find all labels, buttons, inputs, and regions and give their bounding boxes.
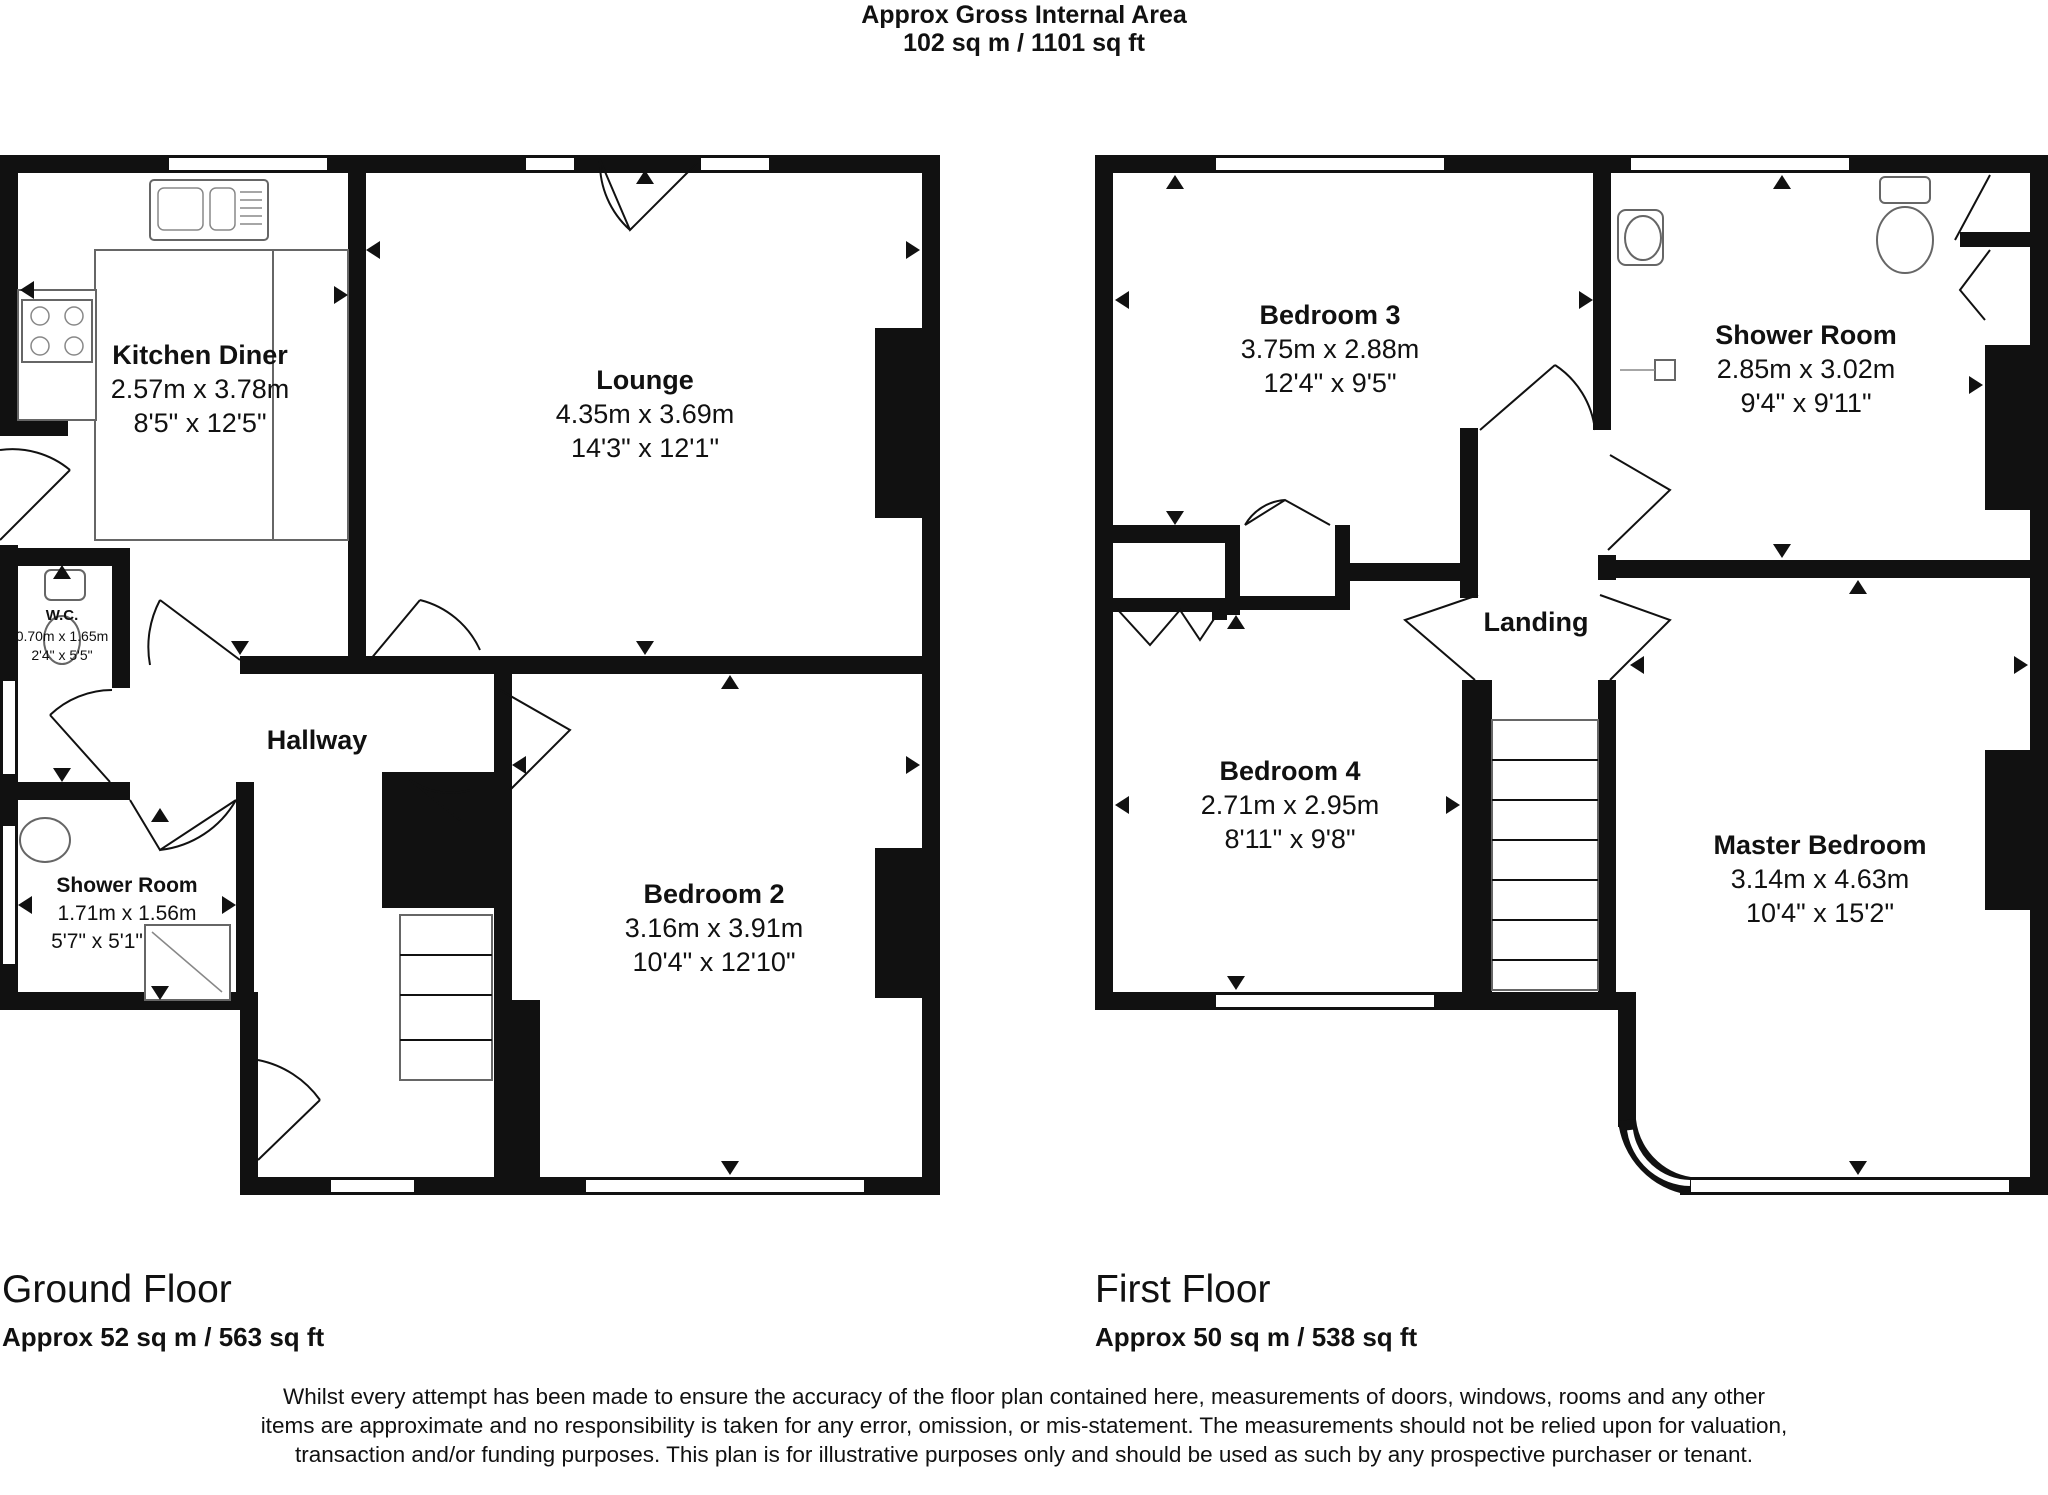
gf-kitchen-window [167,156,329,172]
gf-shower-name: Shower Room [56,874,197,897]
ff-toilet [1876,206,1934,274]
ff-bedroom3-metric: 3.75m x 2.88m [1241,334,1420,364]
ff-bed3-bed4-wall [1095,525,1235,543]
ff-cupboard-doors [1954,174,1991,321]
ff-shower-door [1607,454,1672,551]
gf-side-door [0,448,71,541]
ff-bedroom3-imperial: 12'4" x 9'5" [1263,368,1396,398]
ff-landing-left-wall [1460,428,1478,598]
ff-bedroom4-window [1214,993,1436,1009]
disclaimer-text: Whilst every attempt has been made to en… [260,1384,1788,1467]
gf-wc-imperial: 2'4" x 5'5" [31,647,92,663]
gf-bedroom2-imperial: 10'4" x 12'10" [632,947,795,977]
gf-wc-window [1,679,17,776]
ff-master-name: Master Bedroom [1713,830,1926,860]
gf-wc-metric: 0.70m x 1.65m [16,628,109,644]
gf-wc-door [49,689,113,783]
gf-shower-door [129,799,237,852]
ff-bedroom3-door [1479,364,1596,431]
ff-left-wall [1095,155,1113,1010]
gf-cupboard-door [409,779,471,821]
ground-floor-area: Approx 52 sq m / 563 sq ft [2,1322,325,1352]
gf-bedroom2-name: Bedroom 2 [643,879,784,909]
gf-entrance-door [257,1059,321,1161]
gf-shower-hall-wall [236,782,254,1010]
gf-lounge-bedroom-wall [366,656,940,674]
header-title: Approx Gross Internal Area [861,1,1187,29]
ff-master-imperial: 10'4" x 15'2" [1746,898,1894,928]
gf-hallway-name: Hallway [267,725,368,755]
ff-shower-metric: 2.85m x 3.02m [1717,354,1896,384]
header-total-area: 102 sq m / 1101 sq ft [903,29,1145,57]
ff-master-door [1599,594,1672,681]
ff-bedroom3-window [1214,156,1446,172]
ground-floor-plan: Kitchen Diner 2.57m x 3.78m 8'5" x 12'5"… [0,155,940,1195]
gf-lounge-chimney [875,328,922,518]
ff-bedroom3-name: Bedroom 3 [1259,300,1400,330]
ff-landing-name: Landing [1484,607,1589,637]
ff-master-metric: 3.14m x 4.63m [1731,864,1910,894]
gf-stairs [399,914,493,1081]
gf-shower-metric: 1.71m x 1.56m [58,902,197,925]
gf-hob [21,299,93,363]
first-floor-area: Approx 50 sq m / 538 sq ft [1095,1322,1418,1352]
gf-wc-shower-wall [0,782,130,800]
gf-bedroom2-metric: 3.16m x 3.91m [625,913,804,943]
ff-shower-imperial: 9'4" x 9'11" [1740,388,1871,418]
gf-kitchen-lounge-wall [348,155,366,665]
first-floor-title: First Floor [1095,1268,1271,1311]
ff-master-window [1689,1178,2011,1194]
ff-master-chimney [1985,750,2030,910]
ff-bed4-wardrobe-doors [1117,608,1221,647]
ff-shower-master-wall [1610,560,2048,578]
gf-lounge-metric: 4.35m x 3.69m [556,399,735,429]
gf-shower-basin [19,817,71,863]
gf-wc-top-wall [0,548,130,566]
ff-shower-valve [1654,359,1676,381]
ff-shower-name: Shower Room [1715,320,1897,350]
ff-bedroom4-name: Bedroom 4 [1219,756,1360,786]
gf-kitchen-metric: 2.57m x 3.78m [111,374,290,404]
gf-right-wall [922,155,940,1195]
gf-sink [149,179,269,241]
ff-bed3-wardrobe-doors [1244,498,1331,526]
gf-wc-toilet [43,615,81,665]
ff-right-wall [2030,155,2048,1195]
gf-shower-imperial: 5'7" x 5'1" [51,930,143,953]
ff-shower-window [1629,156,1851,172]
gf-top-wall [0,155,940,173]
gf-kitchen-worktop [94,249,274,541]
ff-landing-door-left [1403,594,1479,681]
ff-bedroom4-metric: 2.71m x 2.95m [1201,790,1380,820]
gf-bedroom2-window [584,1178,866,1194]
ground-floor-title: Ground Floor [2,1268,232,1311]
ff-stair-master-wall [1598,680,1616,995]
gf-bedroom2-chimney [875,848,922,998]
gf-cupboard [382,772,504,908]
gf-front-lounge-door [598,159,701,232]
ff-landing-stair-wall [1462,680,1492,992]
first-floor-plan: Bedroom 3 3.75m x 2.88m 12'4" x 9'5" Sho… [1095,155,2048,1195]
gf-lounge-imperial: 14'3" x 12'1" [571,433,719,463]
gf-lounge-door [369,599,481,661]
gf-kitchen-door [147,599,241,666]
ff-shower-chimney [1985,345,2030,510]
gf-lounge-window-2 [699,156,771,172]
gf-kitchen-name: Kitchen Diner [112,340,288,370]
gf-wc-name: W.C. [46,607,79,624]
ff-bed3-shower-wall [1593,155,1611,430]
ff-bedroom4-imperial: 8'11" x 9'8" [1224,824,1355,854]
gf-hall-window [329,1178,416,1194]
ff-stairs [1491,719,1599,991]
gf-lounge-name: Lounge [596,365,693,395]
gf-shower-window [1,824,17,966]
gf-left-wall-upper [0,155,18,435]
gf-lounge-window-1 [524,156,576,172]
gf-kitchen-imperial: 8'5" x 12'5" [133,408,266,438]
gf-bedroom2-door [499,689,572,791]
